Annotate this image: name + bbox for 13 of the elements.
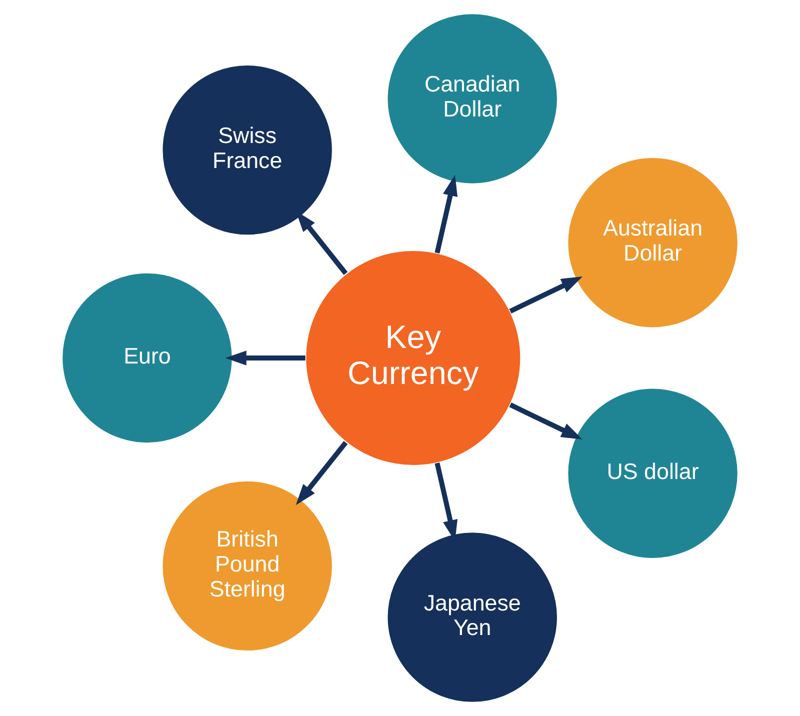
- node-circle: US dollar: [566, 388, 739, 560]
- arrow: [434, 174, 458, 254]
- arrow: [296, 441, 348, 506]
- node-circle: Canadian Dollar: [386, 12, 558, 185]
- node-circle: Key Currency: [304, 250, 522, 466]
- node-circle: Japanese Yen: [386, 531, 558, 704]
- arrow: [225, 350, 306, 366]
- node-circle: Swiss France: [162, 64, 334, 236]
- arrow: [509, 276, 583, 314]
- node-circle: British Pound Sterling: [162, 480, 334, 652]
- node-circle: Euro: [61, 272, 234, 444]
- arrow: [509, 402, 583, 440]
- node-circle: Australian Dollar: [566, 156, 739, 328]
